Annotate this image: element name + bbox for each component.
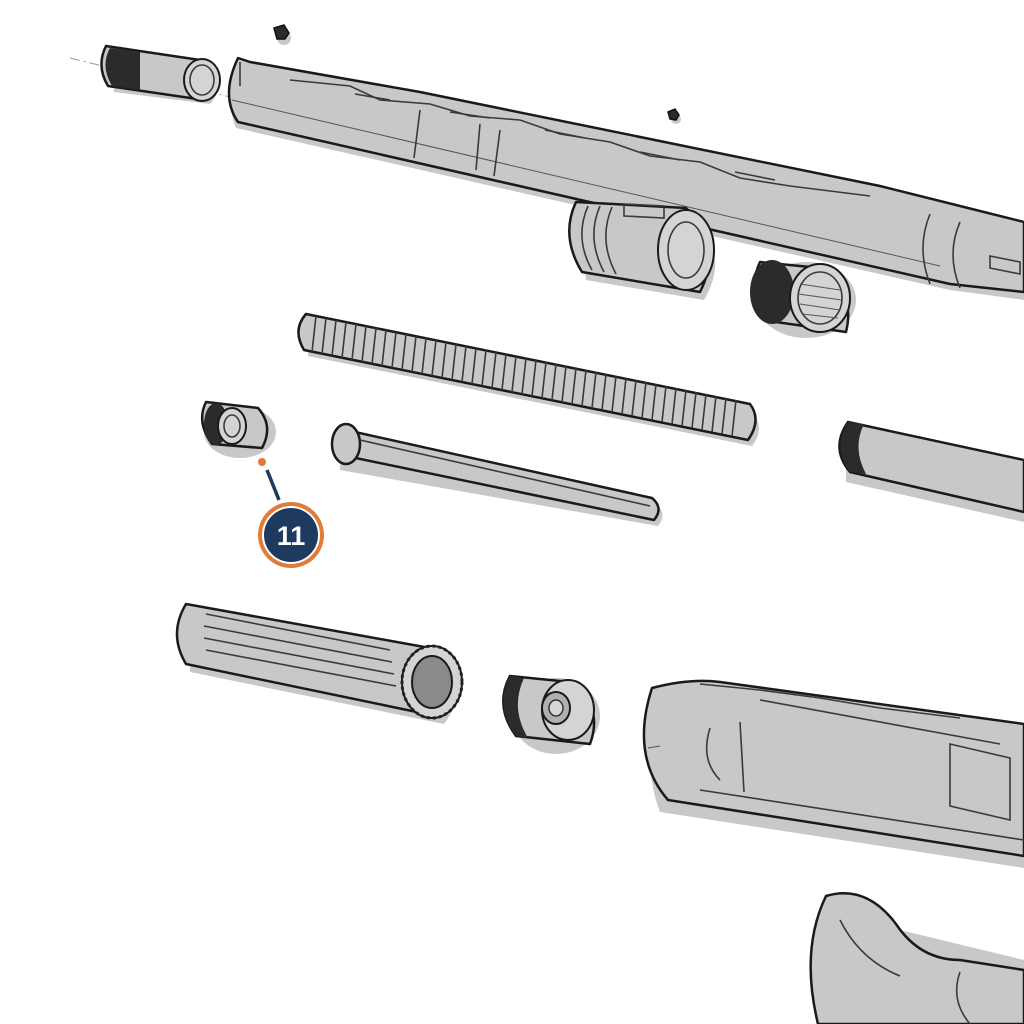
barrel-assembly (227, 56, 1024, 300)
barrel-collar (568, 200, 716, 300)
callout-anchor-dot (258, 458, 266, 466)
guide-rod (330, 422, 663, 526)
knurled-sleeve (175, 602, 464, 724)
callout-badge (264, 508, 318, 562)
callout-leader-line (265, 469, 281, 501)
small-screw-middle (667, 108, 681, 124)
callout-11[interactable]: 11 (258, 458, 324, 568)
recoil-spring (297, 312, 759, 446)
buttstock (809, 892, 1024, 1024)
end-cap (200, 400, 276, 458)
small-screw-top (273, 24, 291, 45)
forend (642, 679, 1024, 868)
callout-number: 11 (277, 521, 306, 551)
knurled-cap-nut (502, 674, 600, 754)
threaded-nut (750, 260, 856, 338)
muzzle-tube (100, 44, 221, 104)
magazine-tube (838, 420, 1024, 522)
